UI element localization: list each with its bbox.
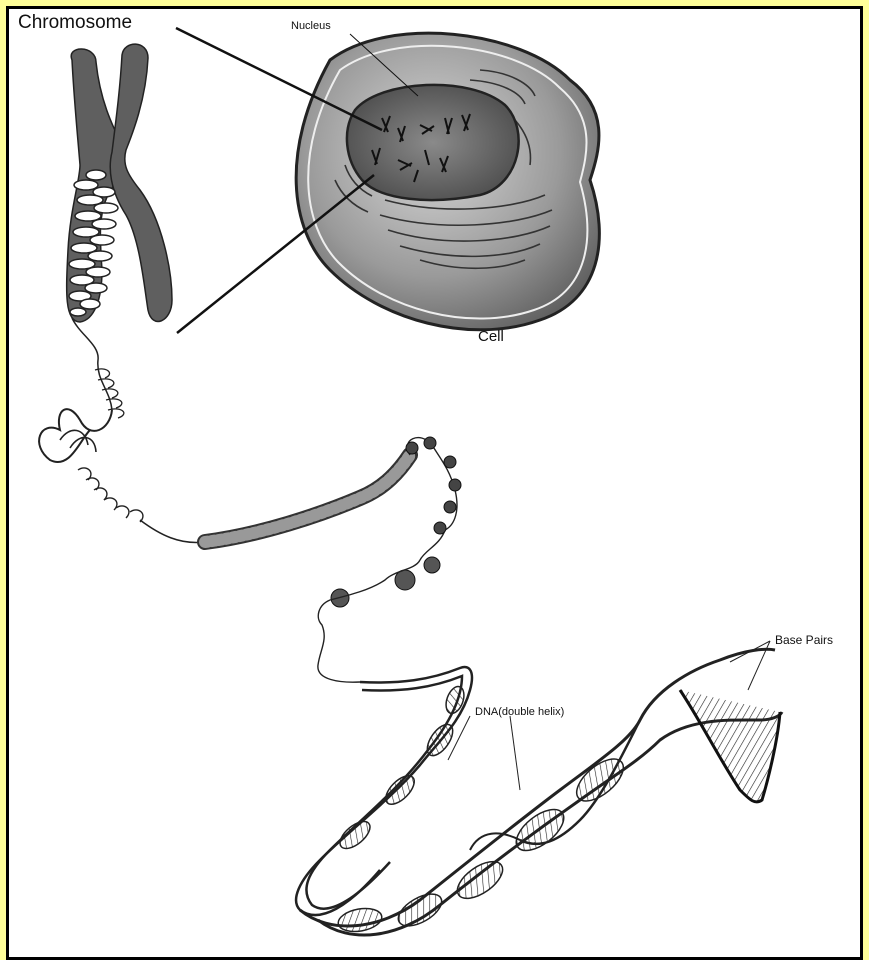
dna-double-helix bbox=[296, 649, 782, 935]
base-pairs-label: Base Pairs bbox=[775, 633, 833, 647]
nucleus-label: Nucleus bbox=[291, 20, 331, 32]
chromosome-label: Chromosome bbox=[18, 12, 132, 34]
chromosome bbox=[67, 44, 172, 322]
nucleus bbox=[347, 85, 519, 200]
dna-label: DNA(double helix) bbox=[475, 706, 564, 718]
chromatin-fiber bbox=[39, 318, 205, 543]
cell-label: Cell bbox=[478, 328, 504, 345]
condensed-fiber bbox=[205, 455, 410, 542]
